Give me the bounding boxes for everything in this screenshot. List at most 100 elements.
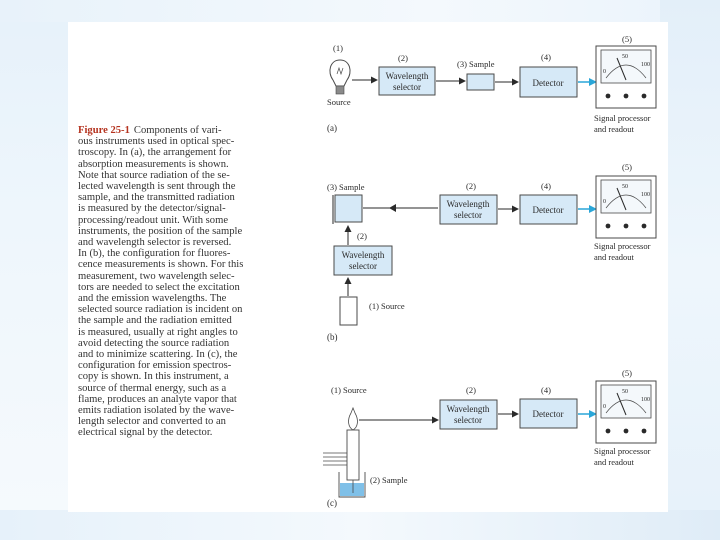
- label-n2: (2): [466, 181, 476, 191]
- caption-line: and wavelength selector is reversed.: [78, 237, 232, 249]
- figure-label: Figure 25-1: [78, 125, 130, 136]
- detector-box: [519, 194, 578, 225]
- caption-line: troscopy. In (a), the arrangement for: [78, 147, 232, 159]
- caption-line: electrical signal by the detector.: [78, 427, 213, 439]
- box-label: Wavelength: [386, 71, 429, 81]
- caption-line: emits radiation isolated by the wave-: [78, 405, 235, 417]
- label-n5: (5): [622, 162, 632, 172]
- caption-line: absorption measurements is shown.: [78, 158, 229, 170]
- caption-line: flame, produces an analyte vapor that: [78, 393, 237, 405]
- wavelength-selector-box: [378, 66, 436, 96]
- label-n2: (2): [398, 53, 408, 63]
- excitation-selector-box: [333, 245, 393, 276]
- label-n2: (2): [466, 385, 476, 395]
- background-right-band: [660, 0, 720, 540]
- wavelength-selector-box: [439, 399, 498, 430]
- signal-processor-label: and readout: [594, 124, 635, 134]
- box-label: selector: [454, 210, 482, 220]
- box-label: Wavelength: [447, 199, 490, 209]
- signal-processor-label: and readout: [594, 457, 635, 467]
- panel-c: (1) Source (2) Wavelength selector (4) D…: [323, 368, 657, 508]
- caption-line: ous instruments used in optical spec-: [78, 136, 235, 148]
- caption-line: sample, and the transmitted radiation: [78, 192, 235, 204]
- meter-tick: 50: [622, 389, 628, 395]
- meter-readout-icon: 0 50 100: [595, 380, 657, 444]
- caption-line: selected source radiation is incident on: [78, 304, 243, 316]
- meter-tick: 100: [641, 397, 650, 403]
- box-label: selector: [393, 82, 421, 92]
- label-n5: (5): [622, 368, 632, 378]
- source-label: (1) Source: [369, 301, 405, 311]
- box-label: Detector: [533, 78, 564, 88]
- panel-a: (1) Source (2) Wavelength selector (3) S…: [327, 34, 657, 134]
- lamp-source-icon: [329, 59, 351, 95]
- box-label: Wavelength: [342, 250, 385, 260]
- label-n4: (4): [541, 385, 551, 395]
- panel-b: (3) Sample (2) Wavelength selector (4) D…: [327, 162, 657, 342]
- signal-processor-label: Signal processor: [594, 446, 651, 456]
- sample-label: (3) Sample: [457, 59, 495, 69]
- meter-tick: 0: [603, 404, 606, 410]
- caption-line: measurement, two wavelength selec-: [78, 270, 235, 282]
- caption-line: is measured by the detector/signal-: [78, 203, 226, 215]
- meter-tick: 50: [622, 54, 628, 60]
- label-n4: (4): [541, 52, 551, 62]
- signal-processor-label: and readout: [594, 252, 635, 262]
- caption-line: processing/readout unit. With some: [78, 214, 229, 226]
- sample-cell: [466, 73, 495, 91]
- meter-tick: 100: [641, 192, 650, 198]
- detector-box: [519, 398, 578, 429]
- panel-label: (a): [327, 123, 337, 133]
- caption-line: instruments, the position of the sample: [78, 225, 243, 237]
- caption-line: In (b), the configuration for fluores-: [78, 248, 231, 260]
- meter-tick: 100: [641, 62, 650, 68]
- caption-line: and the emission wavelengths. The: [78, 293, 227, 305]
- box-label: Detector: [533, 205, 564, 215]
- meter-readout-icon: 0 50 100: [595, 175, 657, 239]
- source-box: [339, 296, 358, 326]
- panel-label: (b): [327, 332, 338, 342]
- sample-liquid: [340, 483, 364, 496]
- sample-label: (2) Sample: [370, 475, 408, 485]
- detector-box: [519, 66, 578, 98]
- background-left-band: [0, 0, 70, 540]
- arrowhead: [389, 204, 396, 212]
- caption-line: tors are needed to select the excitation: [78, 281, 240, 293]
- caption-line: cence measurements is shown. For this: [78, 259, 244, 271]
- meter-readout-icon: 0 50 100: [595, 45, 657, 109]
- source-label: Source: [327, 97, 351, 107]
- caption-line: is measured, usually at right angles to: [78, 326, 238, 338]
- meter-tick: 50: [622, 184, 628, 190]
- caption-line: lected wavelength is sent through the: [78, 181, 236, 193]
- caption-line: and to minimize scattering. In (c), the: [78, 349, 238, 361]
- caption-line: source of thermal energy, such as a: [78, 382, 227, 394]
- caption-line: the sample and the radiation emitted: [78, 315, 232, 327]
- meter-tick: 0: [603, 69, 606, 75]
- label-n1: (1): [333, 43, 343, 53]
- signal-processor-label: Signal processor: [594, 113, 651, 123]
- label-n2: (2): [357, 231, 367, 241]
- box-label: Detector: [533, 409, 564, 419]
- box-label: selector: [349, 261, 377, 271]
- background-top-band: [0, 0, 720, 22]
- source-label: (1) Source: [331, 385, 367, 395]
- box-label: selector: [454, 415, 482, 425]
- flame-burner-icon: [323, 406, 366, 498]
- box-label: Wavelength: [447, 404, 490, 414]
- emission-selector-box: [439, 194, 498, 225]
- meter-tick: 0: [603, 199, 606, 205]
- panel-label: (c): [327, 498, 337, 508]
- signal-processor-label: Signal processor: [594, 241, 651, 251]
- label-n5: (5): [622, 34, 632, 44]
- caption-line: configuration for emission spectros-: [78, 360, 232, 372]
- label-n4: (4): [541, 181, 551, 191]
- caption-line: length selector and converted to an: [78, 416, 226, 428]
- sample-label: (3) Sample: [327, 182, 365, 192]
- caption-line: copy is shown. In this instrument, a: [78, 371, 229, 383]
- caption-line: Note that source radiation of the se-: [78, 169, 230, 181]
- caption-line: avoid detecting the source radiation: [78, 337, 230, 349]
- sample-cell: [334, 194, 363, 223]
